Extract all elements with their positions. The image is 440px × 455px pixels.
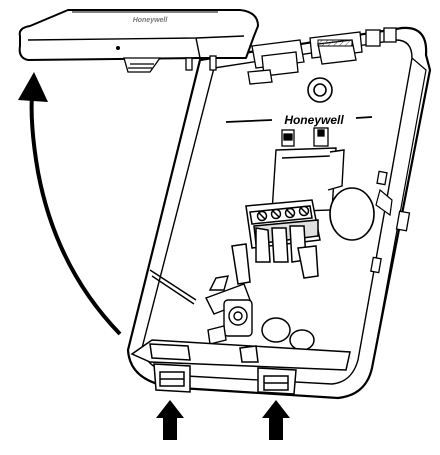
terminal-block <box>231 199 321 285</box>
curved-arrow-icon <box>18 72 122 336</box>
lid-indicator-dot <box>116 46 120 50</box>
dip-switches <box>281 127 329 147</box>
top-hatch <box>317 39 353 47</box>
housing-side-wall <box>371 57 427 369</box>
side-notches <box>370 170 411 274</box>
lower-clip <box>205 275 253 345</box>
latch-tab-right <box>257 367 297 395</box>
bottom-hole <box>261 317 315 351</box>
brand-label: Honeywell <box>284 113 344 127</box>
brand-line <box>225 116 373 123</box>
lid-hinges <box>123 55 217 73</box>
cable-entry-hole <box>329 187 375 241</box>
cable-channel <box>271 147 345 213</box>
inner-wire <box>149 269 197 305</box>
up-arrow-icon-right <box>262 400 290 440</box>
screw-hole-top <box>307 77 333 103</box>
lid-logo: Honeywell <box>133 17 169 24</box>
up-arrow-icon-left <box>156 400 184 440</box>
front-cover-lid <box>18 9 259 61</box>
latch-tab-left <box>153 363 191 393</box>
bottom-ledge <box>130 339 351 371</box>
